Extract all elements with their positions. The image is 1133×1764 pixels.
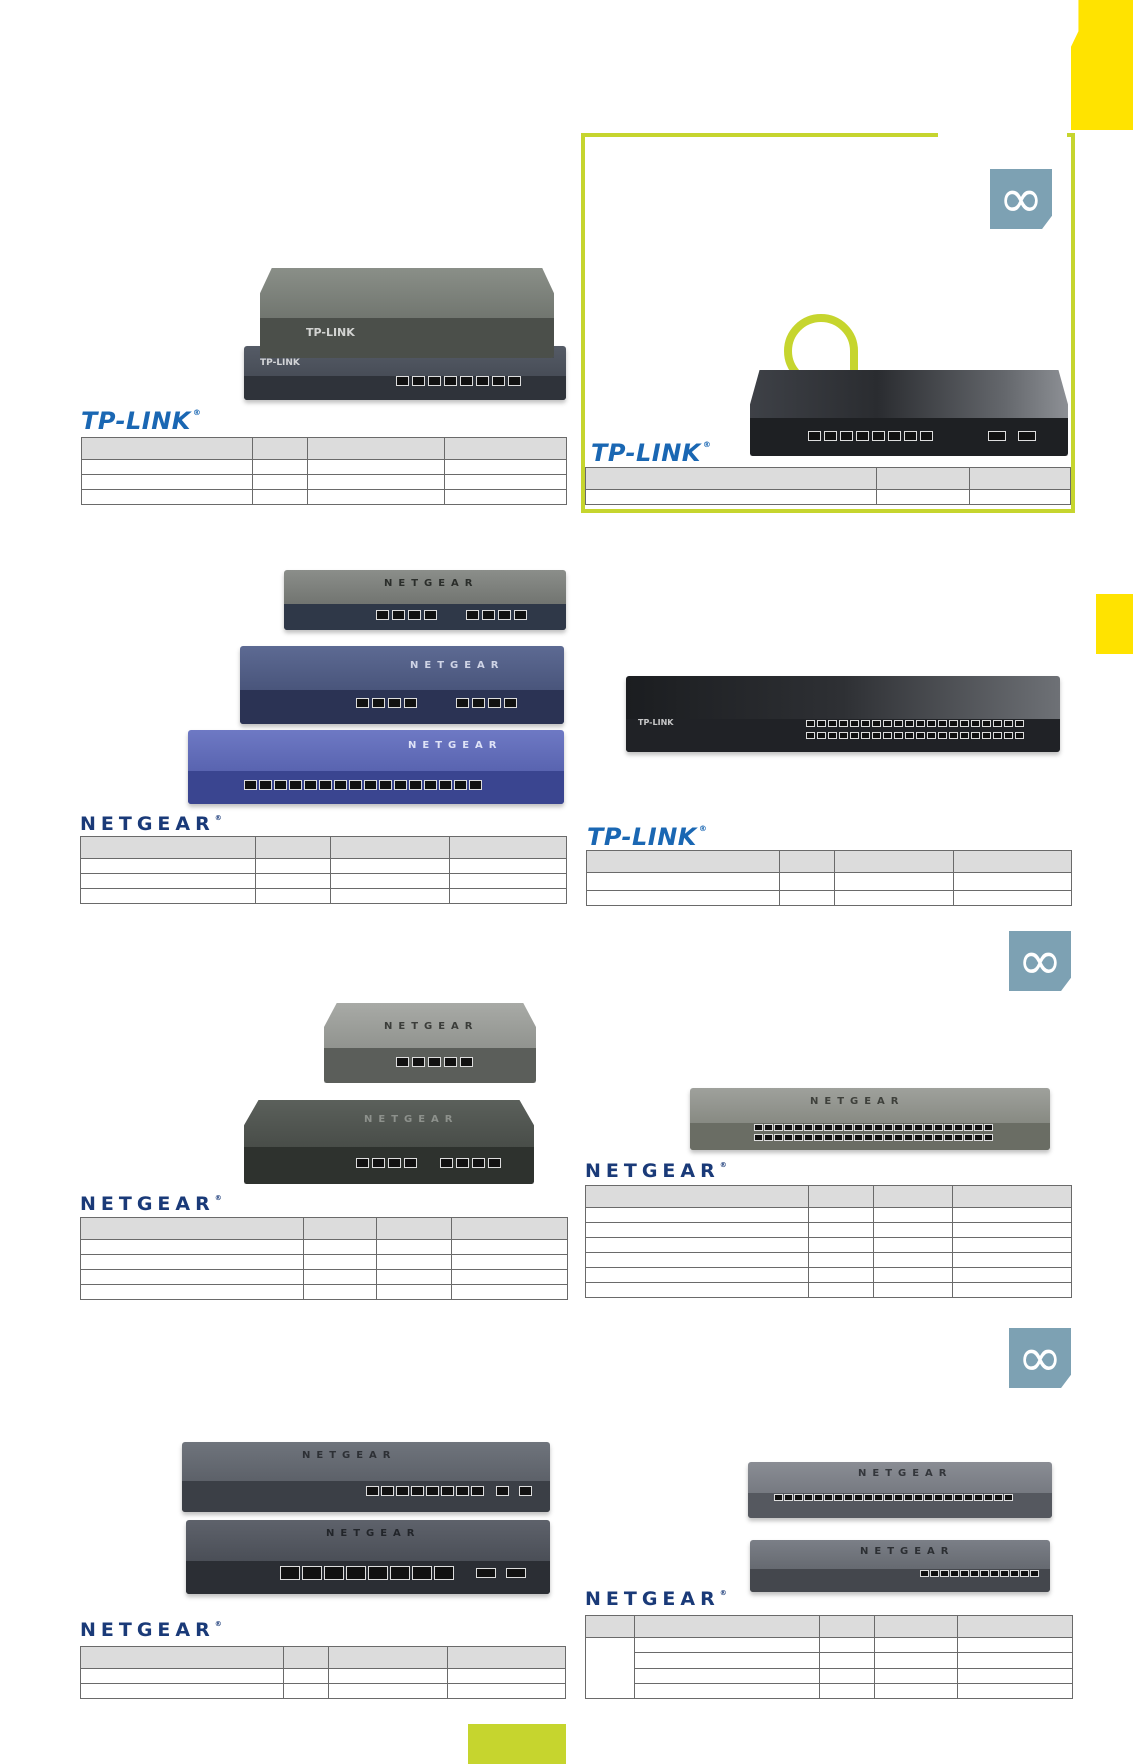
product-image-netgear-48port-switch: NETGEAR (690, 1088, 1050, 1150)
spec-table (80, 1217, 568, 1300)
spec-table (585, 467, 1071, 505)
product-image-netgear-switch-2: NETGEAR (240, 646, 564, 724)
spec-table (80, 836, 567, 904)
product-image-netgear-48port-poe-switch: NETGEAR (748, 1462, 1052, 1518)
brand-logo-netgear: NETGEAR® (80, 1619, 222, 1641)
brand-logo-tplink: TP-LINK® (591, 439, 712, 467)
spec-table (586, 850, 1072, 906)
product-image-netgear-pro-switch-2: NETGEAR (244, 1100, 534, 1184)
product-image-netgear-24port-switch: NETGEAR (750, 1540, 1050, 1592)
featured-frame-top-left (581, 133, 938, 137)
product-image-netgear-smart-switch-2: NETGEAR (186, 1520, 550, 1594)
featured-frame-top-right (1067, 133, 1075, 137)
spec-table (80, 1646, 566, 1699)
brand-logo-tplink: TP-LINK® (587, 823, 708, 851)
product-image-netgear-switch-3: NETGEAR (188, 730, 564, 804)
brand-logo-tplink: TP-LINK® (81, 407, 202, 435)
brand-logo-netgear: NETGEAR® (80, 1193, 222, 1215)
product-image-tplink-switch-top: TP-LINK (260, 268, 554, 358)
spec-table (81, 437, 567, 505)
brand-logo-netgear: NETGEAR® (585, 1160, 727, 1182)
brand-logo-netgear: NETGEAR® (585, 1588, 727, 1610)
page-tab-middle (1096, 594, 1133, 654)
brand-logo-netgear: NETGEAR® (80, 813, 222, 835)
infinity-icon: ∞ (990, 169, 1052, 229)
infinity-icon: ∞ (1009, 931, 1071, 991)
spec-table (585, 1615, 1073, 1700)
product-image-tplink-sfp-switch (750, 370, 1068, 456)
product-image-netgear-switch-1: NETGEAR (284, 570, 566, 630)
spec-table (585, 1185, 1072, 1298)
page-tab-bottom (468, 1724, 566, 1764)
product-image-tplink-24port-switch: TP-LINK (626, 676, 1060, 752)
product-image-netgear-smart-switch-1: NETGEAR (182, 1442, 550, 1512)
product-image-netgear-pro-switch-1: NETGEAR (324, 1003, 536, 1083)
page-tab-top (1071, 0, 1133, 130)
infinity-icon: ∞ (1009, 1328, 1071, 1388)
featured-frame (581, 133, 1075, 513)
